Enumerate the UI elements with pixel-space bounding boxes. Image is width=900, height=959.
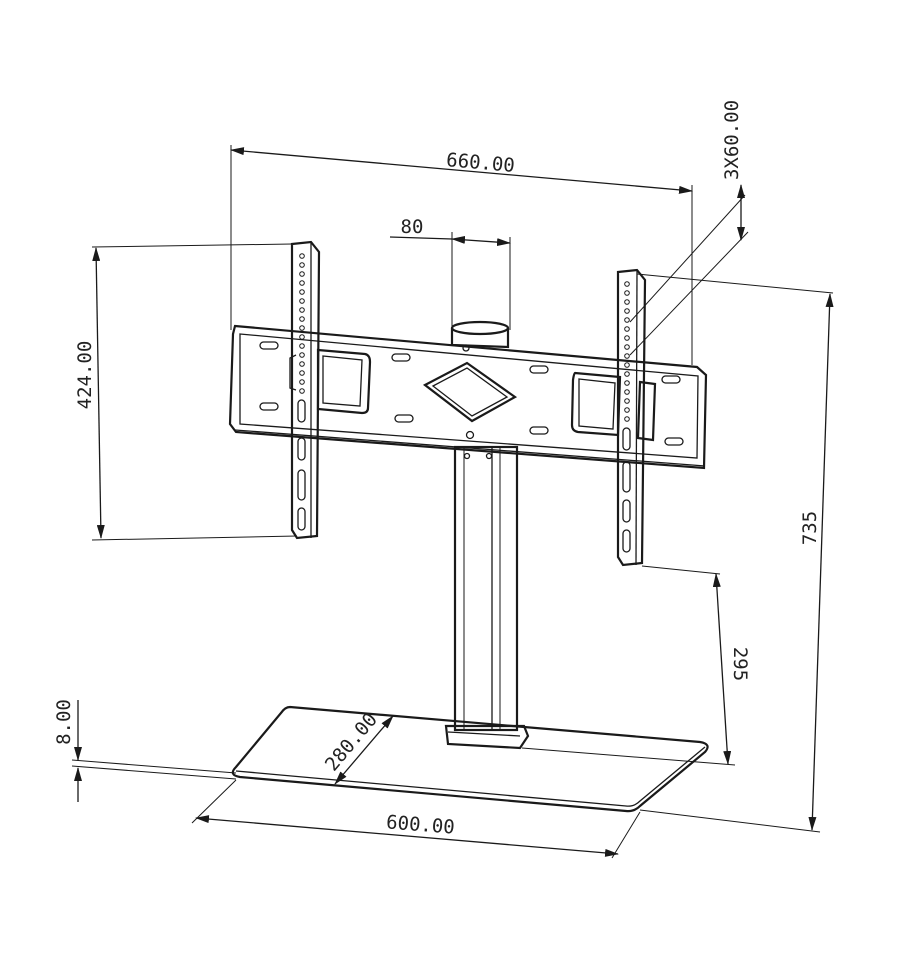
- base-plate: [231, 705, 709, 813]
- dim-base-width: 600.00: [191, 779, 641, 859]
- dim-total-height: 735: [636, 273, 834, 833]
- dim-label-bracket-height: 424.00: [74, 341, 96, 410]
- dim-label-total-height: 735: [799, 511, 821, 545]
- left-hole-column: [299, 253, 305, 394]
- right-vertical-bracket: [616, 268, 647, 567]
- dim-label-overall-width: 660.00: [445, 149, 515, 177]
- right-hole-column: [624, 281, 630, 422]
- pole: [444, 320, 530, 750]
- dim-label-base-width: 600.00: [385, 811, 455, 838]
- dim-hole-spacing: 3X60.00: [629, 100, 749, 356]
- dim-pole-width: 80: [389, 216, 511, 330]
- dim-bracket-height: 424.00: [74, 243, 298, 541]
- dim-label-hole-spacing: 3X60.00: [721, 100, 743, 180]
- dim-bottom-clearance: 295: [521, 565, 751, 766]
- dim-label-base-thickness: 8.00: [53, 699, 75, 745]
- dim-base-depth: 280.00: [321, 709, 394, 785]
- horizontal-bracket: [228, 324, 708, 470]
- dim-base-thickness: 8.00: [53, 699, 237, 802]
- dim-label-bottom-clearance: 295: [729, 647, 751, 681]
- left-vertical-bracket: [289, 240, 321, 540]
- dim-label-pole-width: 80: [401, 216, 424, 238]
